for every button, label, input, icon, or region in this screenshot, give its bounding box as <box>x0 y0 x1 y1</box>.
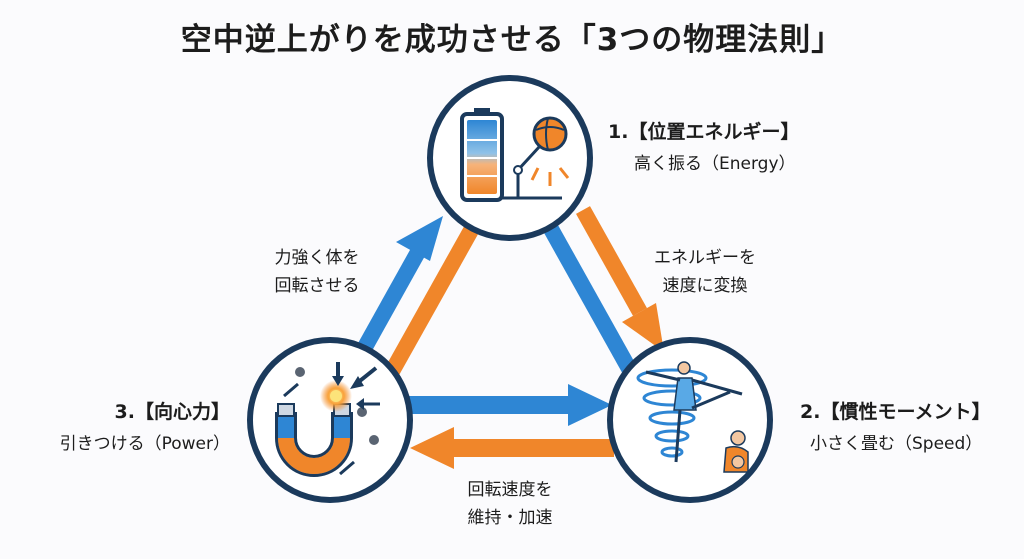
edge-label-line-1: 力強く体を <box>274 248 360 268</box>
magnet-icon <box>275 362 380 477</box>
edge-label-inertia-to-centripetal: 回転速度を 維持・加速 <box>425 476 595 532</box>
edge-label-line-2: 回転させる <box>274 276 360 296</box>
edge-label-line-1: 回転速度を <box>467 480 553 500</box>
edge-label-line-1: エネルギーを <box>654 248 756 268</box>
centripetal-desc: 引きつける（Power） <box>59 434 230 454</box>
energy-node <box>427 75 593 241</box>
arrow-centripetal-to-energy <box>353 216 443 360</box>
centripetal-node <box>247 337 413 503</box>
inertia-node <box>607 337 773 503</box>
battery-pendulum-icon <box>460 108 570 202</box>
arrow-centripetal-to-inertia <box>402 384 612 426</box>
arrow-energy-to-inertia <box>576 206 664 352</box>
spinning-skater-icon <box>636 361 749 473</box>
inertia-heading: 2.【慣性モーメント】 <box>800 401 991 423</box>
edge-label-energy-to-inertia: エネルギーを 速度に変換 <box>620 244 790 300</box>
inertia-desc: 小さく畳む（Speed） <box>810 434 983 454</box>
arrow-energy-to-centripetal <box>383 221 481 379</box>
edge-label-centripetal-to-energy: 力強く体を 回転させる <box>232 244 402 300</box>
edge-label-line-2: 維持・加速 <box>467 508 553 528</box>
page-title: 空中逆上がりを成功させる「3つの物理法則」 <box>180 22 844 58</box>
energy-desc: 高く振る（Energy） <box>634 154 796 174</box>
arrow-inertia-to-energy <box>539 216 639 378</box>
edge-label-line-2: 速度に変換 <box>662 276 748 296</box>
energy-heading: 1.【位置エネルギー】 <box>608 121 800 143</box>
arrow-inertia-to-centripetal <box>410 427 614 469</box>
centripetal-heading: 3.【向心力】 <box>114 401 230 423</box>
